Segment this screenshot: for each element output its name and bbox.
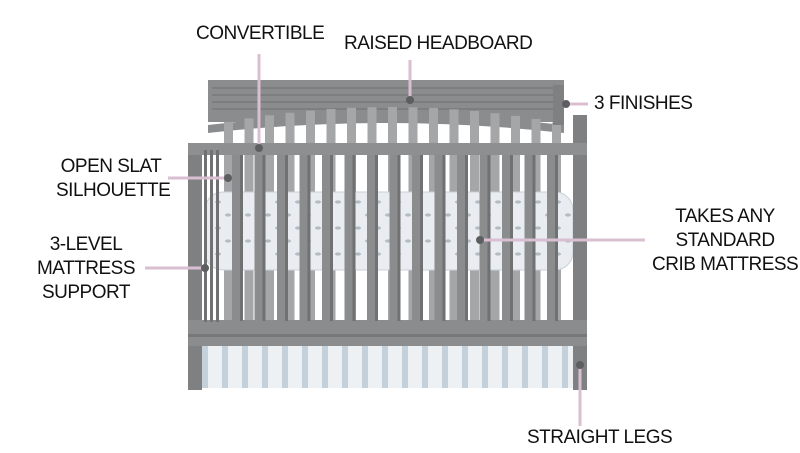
front-slat: [277, 155, 288, 321]
mattress-print: [495, 226, 501, 230]
mattress-print: [315, 226, 321, 230]
front-slat: [299, 155, 311, 321]
skirt-stripe: [322, 342, 328, 388]
skirt-stripe: [462, 342, 468, 388]
mattress-print: [535, 252, 541, 256]
mattress-print: [515, 200, 521, 204]
crib-skirt: [200, 340, 578, 388]
skirt-stripe: [242, 342, 248, 388]
skirt-stripe: [522, 342, 528, 388]
front-slat-shadow: [487, 155, 491, 321]
label-mattress-support: 3-LEVEL MATTRESS SUPPORT: [36, 234, 136, 303]
front-slat-shadow: [510, 155, 513, 321]
mattress-print: [405, 239, 411, 243]
side-slat: [204, 150, 207, 322]
front-slat: [367, 155, 378, 321]
mattress-print: [425, 239, 431, 243]
front-slat: [457, 155, 468, 321]
mattress-print: [355, 226, 361, 230]
front-slat: [502, 155, 513, 321]
front-slat: [232, 155, 243, 321]
mattress-print: [265, 239, 271, 243]
leader-lines: [145, 54, 645, 426]
mattress-print: [495, 252, 501, 256]
mattress-print: [445, 213, 451, 217]
mattress-print: [405, 213, 411, 217]
mattress-print: [225, 213, 231, 217]
front-slat: [547, 155, 558, 321]
label-straight-legs: STRAIGHT LEGS: [527, 427, 673, 448]
skirt-stripe: [282, 342, 288, 388]
front-slat-shadow: [555, 155, 558, 321]
front-slat-shadow: [307, 155, 311, 321]
skirt-stripe: [302, 342, 308, 388]
mattress-print: [335, 200, 341, 204]
mattress-print: [355, 252, 361, 256]
mattress-print: [495, 200, 501, 204]
front-slat-shadow: [285, 155, 288, 321]
front-slat-shadow: [465, 155, 468, 321]
skirt-stripe: [382, 342, 388, 388]
front-slat: [434, 155, 446, 321]
mattress-print: [355, 200, 361, 204]
mattress-print: [425, 213, 431, 217]
front-slat: [344, 155, 356, 321]
mattress-print: [535, 200, 541, 204]
skirt-stripe: [402, 342, 408, 388]
skirt-stripe: [342, 342, 348, 388]
front-slat: [254, 155, 266, 321]
skirt-stripe: [202, 342, 208, 388]
label-open-slat-silhouette: OPEN SLAT SILHOUETTE: [56, 156, 171, 201]
front-slat-shadow: [240, 155, 243, 321]
side-slat: [216, 150, 219, 322]
mattress-print: [515, 226, 521, 230]
front-slat: [412, 155, 423, 321]
mattress-print: [315, 200, 321, 204]
front-slat-shadow: [262, 155, 266, 321]
side-slat: [210, 150, 213, 322]
front-slat-shadow: [375, 155, 378, 321]
skirt-stripe: [562, 342, 568, 388]
label-raised-headboard: RAISED HEADBOARD: [344, 33, 533, 54]
label-convertible: CONVERTIBLE: [196, 23, 325, 44]
skirt-stripe: [542, 342, 548, 388]
leader-dots: [201, 96, 584, 369]
front-frame: [188, 85, 587, 390]
mattress-print: [335, 226, 341, 230]
label-standard-mattress: TAKES ANY STANDARD CRIB MATTRESS: [652, 206, 799, 275]
front-slat-shadow: [330, 155, 333, 321]
mattress-print: [565, 213, 571, 217]
mattress-print: [225, 239, 231, 243]
skirt-stripe: [222, 342, 228, 388]
front-slat: [322, 155, 333, 321]
front-slat: [479, 155, 491, 321]
front-slat-shadow: [420, 155, 423, 321]
mattress-print: [245, 213, 251, 217]
label-three-finishes: 3 FINISHES: [594, 93, 693, 114]
skirt-stripe: [262, 342, 268, 388]
skirt-stripe: [362, 342, 368, 388]
mattress-print: [245, 239, 251, 243]
mattress-print: [315, 252, 321, 256]
mattress-print: [335, 252, 341, 256]
skirt-stripe: [482, 342, 488, 388]
mattress-print: [515, 252, 521, 256]
mattress-print: [535, 226, 541, 230]
mattress-print: [265, 213, 271, 217]
front-slat-shadow: [397, 155, 401, 321]
front-slat-shadow: [442, 155, 446, 321]
skirt-stripe: [502, 342, 508, 388]
front-slat-shadow: [532, 155, 536, 321]
front-slat-shadow: [352, 155, 356, 321]
front-slat: [389, 155, 401, 321]
skirt-stripe: [422, 342, 428, 388]
mattress-print: [445, 239, 451, 243]
skirt-stripe: [442, 342, 448, 388]
front-slat: [524, 155, 536, 321]
